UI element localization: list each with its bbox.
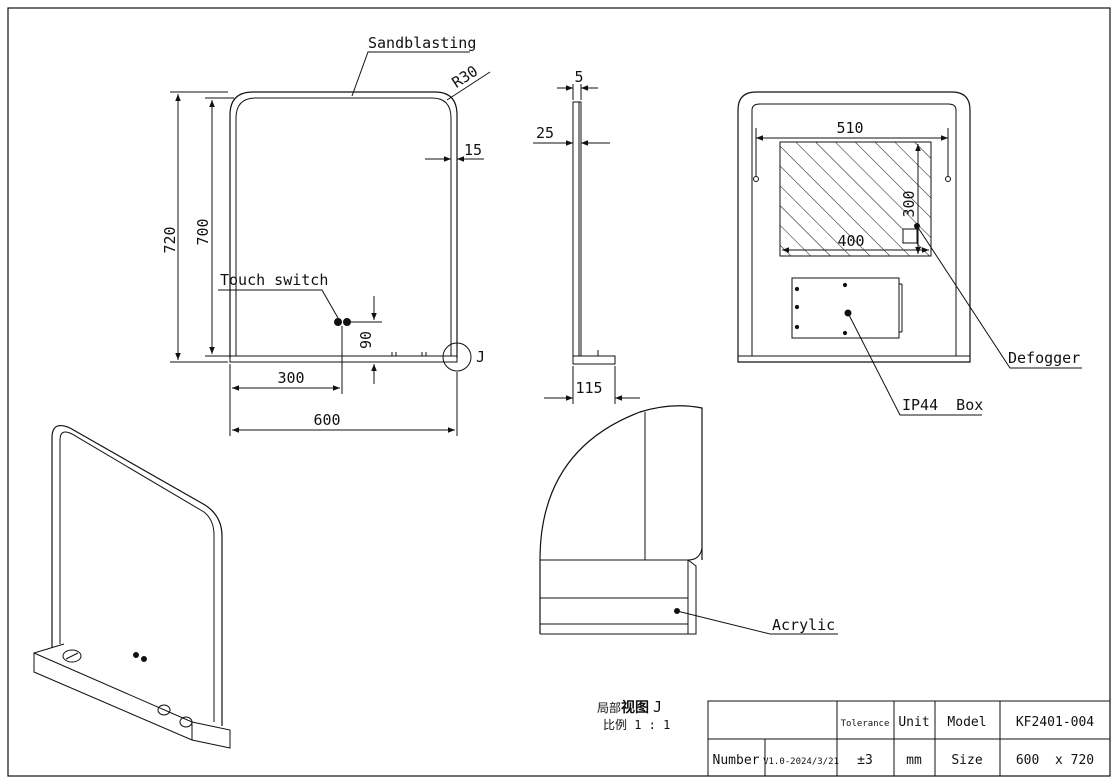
switch-height-dim-90: 90 [357,331,375,349]
inner-dim-400: 400 [837,232,864,250]
tolerance-value: ±3 [857,753,873,768]
detail-caption-title-text: 局部 [597,700,621,715]
version-value: V1.0-2024/3/21 [763,757,839,767]
number-label: Number [713,753,760,768]
side-view [533,84,640,404]
back-view [737,91,1082,416]
defogger-width-dim-510: 510 [836,119,863,137]
touch-switch-label: Touch switch [220,271,328,289]
ip44-box-label: IP44 Box [902,396,983,414]
thickness-dim-5: 5 [574,68,583,86]
sandblasting-label: Sandblasting [368,34,476,52]
unit-value: mm [906,753,922,768]
base-dim-115: 115 [575,379,602,397]
height-dim-720: 720 [161,226,179,253]
radius-label: R30 [449,62,482,92]
defogger-height-dim-300: 300 [900,190,918,217]
acrylic-label: Acrylic [772,616,835,634]
switch-offset-dim-300: 300 [277,369,304,387]
height-dim-700: 700 [194,218,212,245]
detail-caption-scale: 比例 1 : 1 [603,718,670,732]
frame-dim-15: 15 [464,141,482,159]
model-value: KF2401-004 [1016,715,1094,730]
width-dim-600: 600 [313,411,340,429]
size-value: 600 x 720 [1016,753,1094,768]
tolerance-label: Tolerance [841,719,890,729]
detail-caption-letter: J [653,698,662,716]
detail-view-j [539,405,838,635]
title-block-frame [707,700,1111,777]
unit-label: Unit [898,715,929,730]
sheet-border [7,7,1111,777]
detail-marker-j: J [476,348,485,366]
front-view [170,51,491,436]
model-label: Model [947,715,986,730]
size-label: Size [951,753,982,768]
detail-caption-title-bold: 视图 [621,699,649,716]
defogger-label: Defogger [1008,349,1080,367]
depth-dim-25: 25 [536,124,554,142]
isometric-view [33,425,231,749]
